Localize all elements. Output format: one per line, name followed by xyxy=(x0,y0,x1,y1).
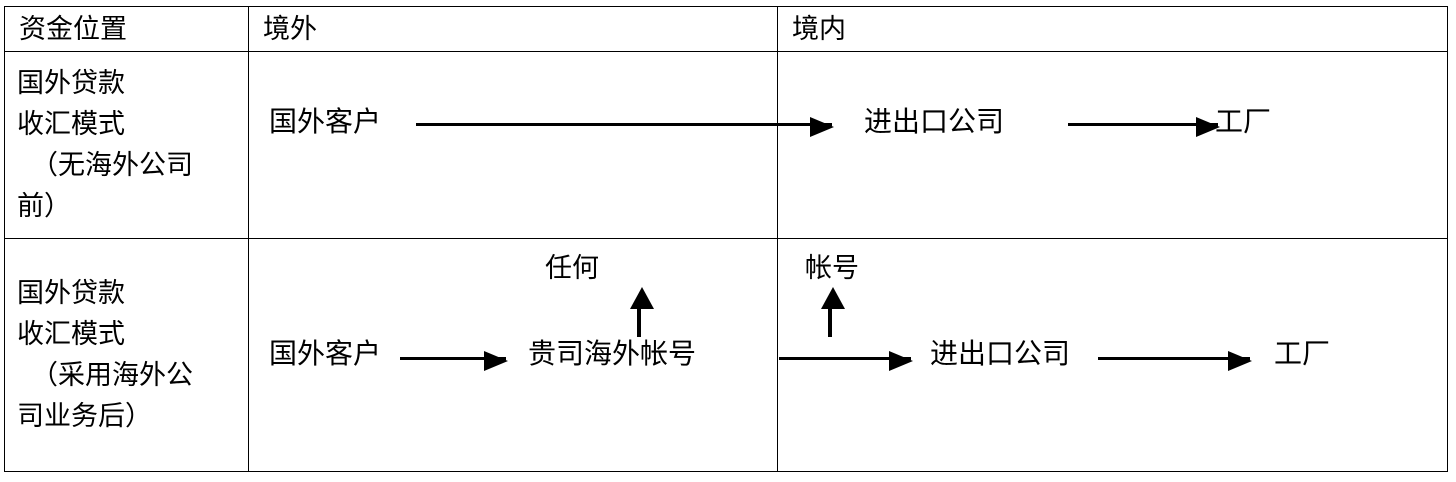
node-foreign-customer-row2: 国外客户 xyxy=(269,337,382,370)
header-cell-funds-position: 资金位置 xyxy=(4,6,249,52)
tag-account-row2: 帐号 xyxy=(805,253,859,284)
arrow-up-to-any-row2 xyxy=(630,287,654,337)
arrow-offshore-to-import-export-row2 xyxy=(779,350,913,371)
header-label-onshore: 境内 xyxy=(792,13,846,45)
mode-label-line: （采用海外公 xyxy=(31,360,193,391)
header-label-funds-position: 资金位置 xyxy=(19,13,127,45)
mode-label-before-offshore: 国外贷款 收汇模式 （无海外公司 前） xyxy=(5,63,248,227)
mode-label-line: 前） xyxy=(17,191,71,222)
table-row: 国外贷款 收汇模式 （无海外公司 前） xyxy=(4,51,1448,239)
node-import-export-company-row1: 进出口公司 xyxy=(864,105,1005,138)
header-cell-offshore: 境外 xyxy=(248,6,778,52)
mode-label-after-offshore: 国外贷款 收汇模式 （采用海外公 司业务后） xyxy=(5,273,248,437)
arrow-import-export-to-factory-row1 xyxy=(1068,116,1220,137)
onshore-cell-after-offshore xyxy=(777,238,1448,472)
node-foreign-customer-row1: 国外客户 xyxy=(269,105,382,138)
funds-position-table: 资金位置 境外 境内 国外贷款 收汇模式 （无海外公司 前） xyxy=(4,6,1448,472)
mode-label-line: 收汇模式 xyxy=(17,319,125,350)
tag-any-row2: 任何 xyxy=(545,253,599,284)
mode-label-line: 收汇模式 xyxy=(17,109,125,140)
arrow-up-to-account-row2 xyxy=(821,287,845,337)
offshore-cell-after-offshore xyxy=(248,238,778,472)
arrow-foreign-customer-to-offshore-account-row2 xyxy=(400,350,508,371)
mode-label-line: 国外贷款 xyxy=(17,68,125,99)
table-header-row: 资金位置 境外 境内 xyxy=(4,6,1448,52)
arrow-import-export-to-factory-row2 xyxy=(1098,350,1252,371)
node-import-export-company-row2: 进出口公司 xyxy=(930,337,1071,370)
header-label-offshore: 境外 xyxy=(263,13,317,45)
node-factory-row1: 工厂 xyxy=(1215,105,1272,138)
node-factory-row2: 工厂 xyxy=(1274,337,1331,370)
row-label-cell-after-offshore: 国外贷款 收汇模式 （采用海外公 司业务后） xyxy=(4,238,249,472)
node-offshore-account-row2: 贵司海外帐号 xyxy=(528,337,697,370)
mode-label-line: 国外贷款 xyxy=(17,278,125,309)
table-row: 国外贷款 收汇模式 （采用海外公 司业务后） xyxy=(4,238,1448,472)
header-cell-onshore: 境内 xyxy=(777,6,1448,52)
row-label-cell-before-offshore: 国外贷款 收汇模式 （无海外公司 前） xyxy=(4,51,249,239)
mode-label-line: （无海外公司 xyxy=(31,150,193,181)
offshore-cell-before-offshore xyxy=(248,51,778,239)
onshore-cell-before-offshore xyxy=(777,51,1448,239)
mode-label-line: 司业务后） xyxy=(17,401,152,432)
arrow-foreign-customer-to-import-export-row1 xyxy=(416,116,834,137)
